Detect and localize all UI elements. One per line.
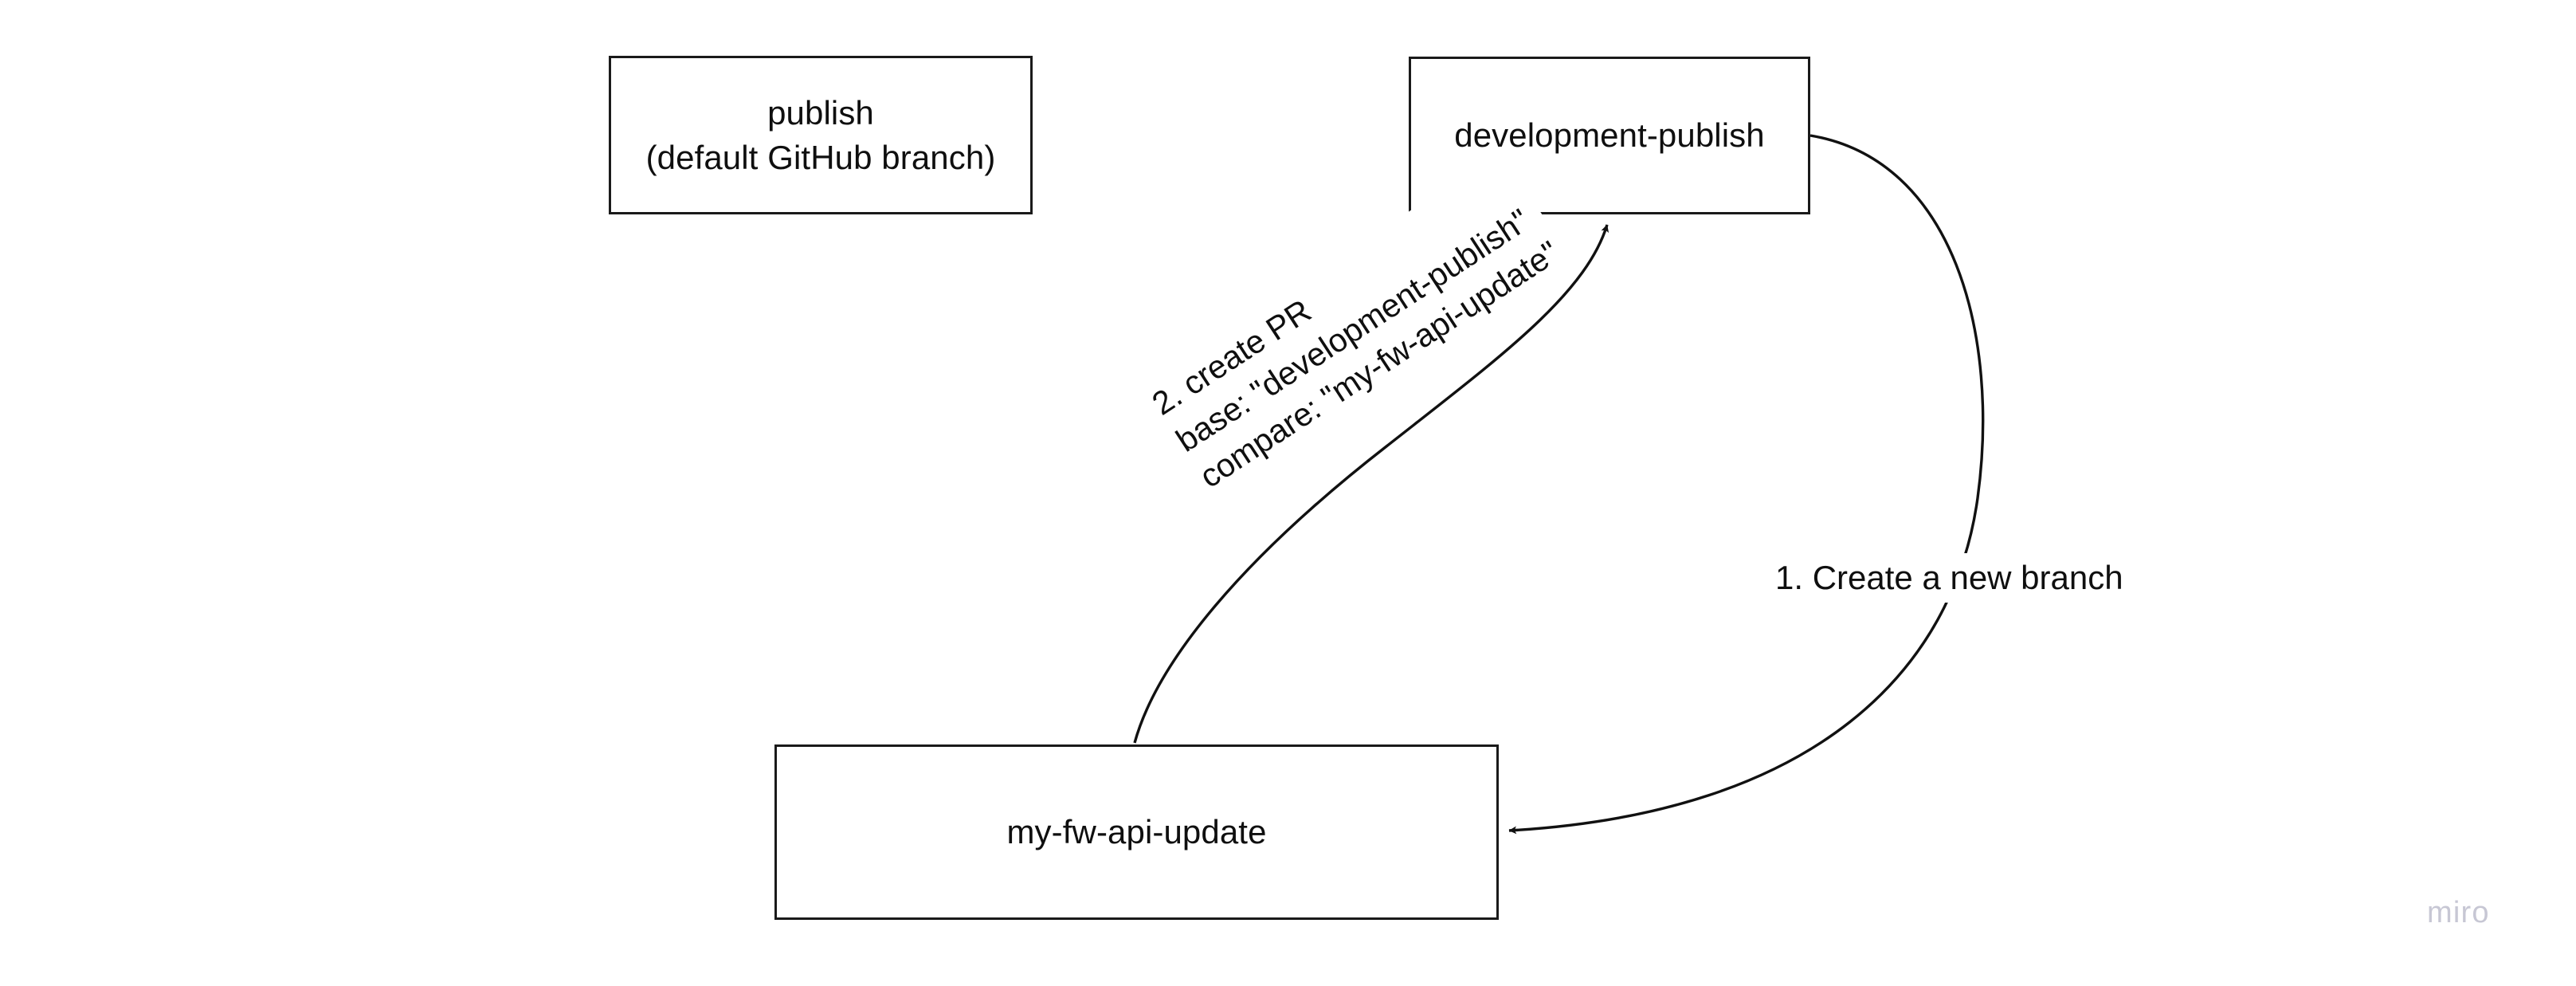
node-publish[interactable]: publish (default GitHub branch) [609,56,1033,214]
edge-label-create-pr: 2. create PR base: "development-publish"… [1135,151,1577,507]
edge-label-create-pr-line-2: base: "development-publish" [1169,201,1536,459]
edge-label-create-branch: 1. Create a new branch [1768,553,2131,603]
edge-create-branch [1508,134,1985,835]
node-publish-label: publish (default GitHub branch) [645,94,996,176]
miro-watermark: miro [2427,896,2490,929]
node-my-fw-api-update[interactable]: my-fw-api-update [774,744,1499,920]
node-my-fw-api-update-label: my-fw-api-update [1006,813,1267,851]
